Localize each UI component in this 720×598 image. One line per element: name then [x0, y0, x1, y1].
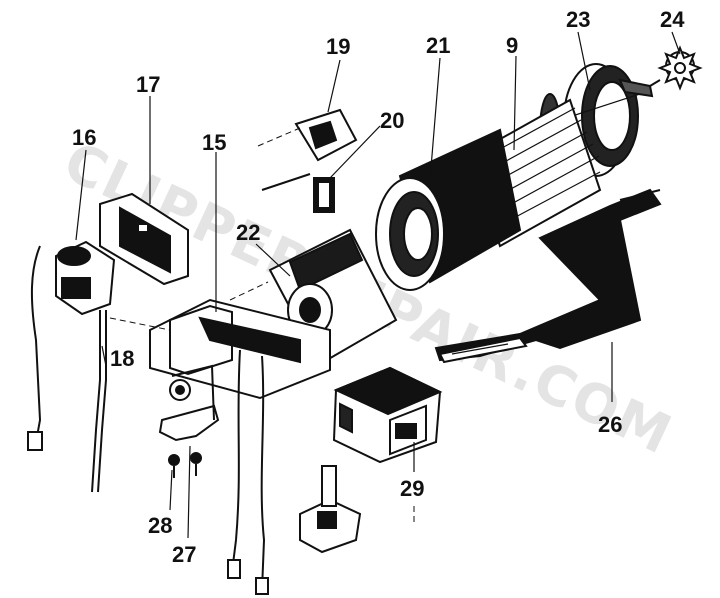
- callout-16: 16: [72, 125, 96, 150]
- callout-17: 17: [136, 72, 160, 97]
- callout-26: 26: [598, 412, 622, 437]
- callout-19: 19: [326, 34, 350, 59]
- part-22-motor-assembly: [268, 228, 398, 366]
- part-18-lead-wire: [91, 310, 107, 493]
- callout-15: 15: [202, 130, 226, 155]
- callout-23: 23: [566, 7, 590, 32]
- part-24-star-washer: [639, 45, 703, 93]
- part-27-clamp: [158, 364, 220, 442]
- power-leads: [227, 349, 269, 595]
- part-19-brush-holder: [257, 108, 358, 191]
- callout-21: 21: [426, 33, 450, 58]
- callout-20: 20: [380, 108, 404, 133]
- part-17-cover: [99, 192, 189, 286]
- part-15-frame: [109, 281, 331, 400]
- callout-27: 27: [172, 542, 196, 567]
- part-26-blade-lever: [434, 188, 662, 364]
- leader-lines: [75, 31, 681, 539]
- part-16-capacitor: [27, 240, 116, 451]
- callout-28: 28: [148, 513, 172, 538]
- terminal-block: [299, 465, 362, 554]
- part-21-field-housing: [375, 128, 522, 291]
- part-29-switch: [332, 366, 443, 464]
- callout-29: 29: [400, 476, 424, 501]
- callout-24: 24: [660, 7, 685, 32]
- part-20-carbon-brush: [313, 177, 335, 213]
- callout-22: 22: [236, 220, 260, 245]
- callout-9: 9: [506, 33, 518, 58]
- callout-18: 18: [110, 346, 134, 371]
- part-28-screws: [168, 452, 202, 478]
